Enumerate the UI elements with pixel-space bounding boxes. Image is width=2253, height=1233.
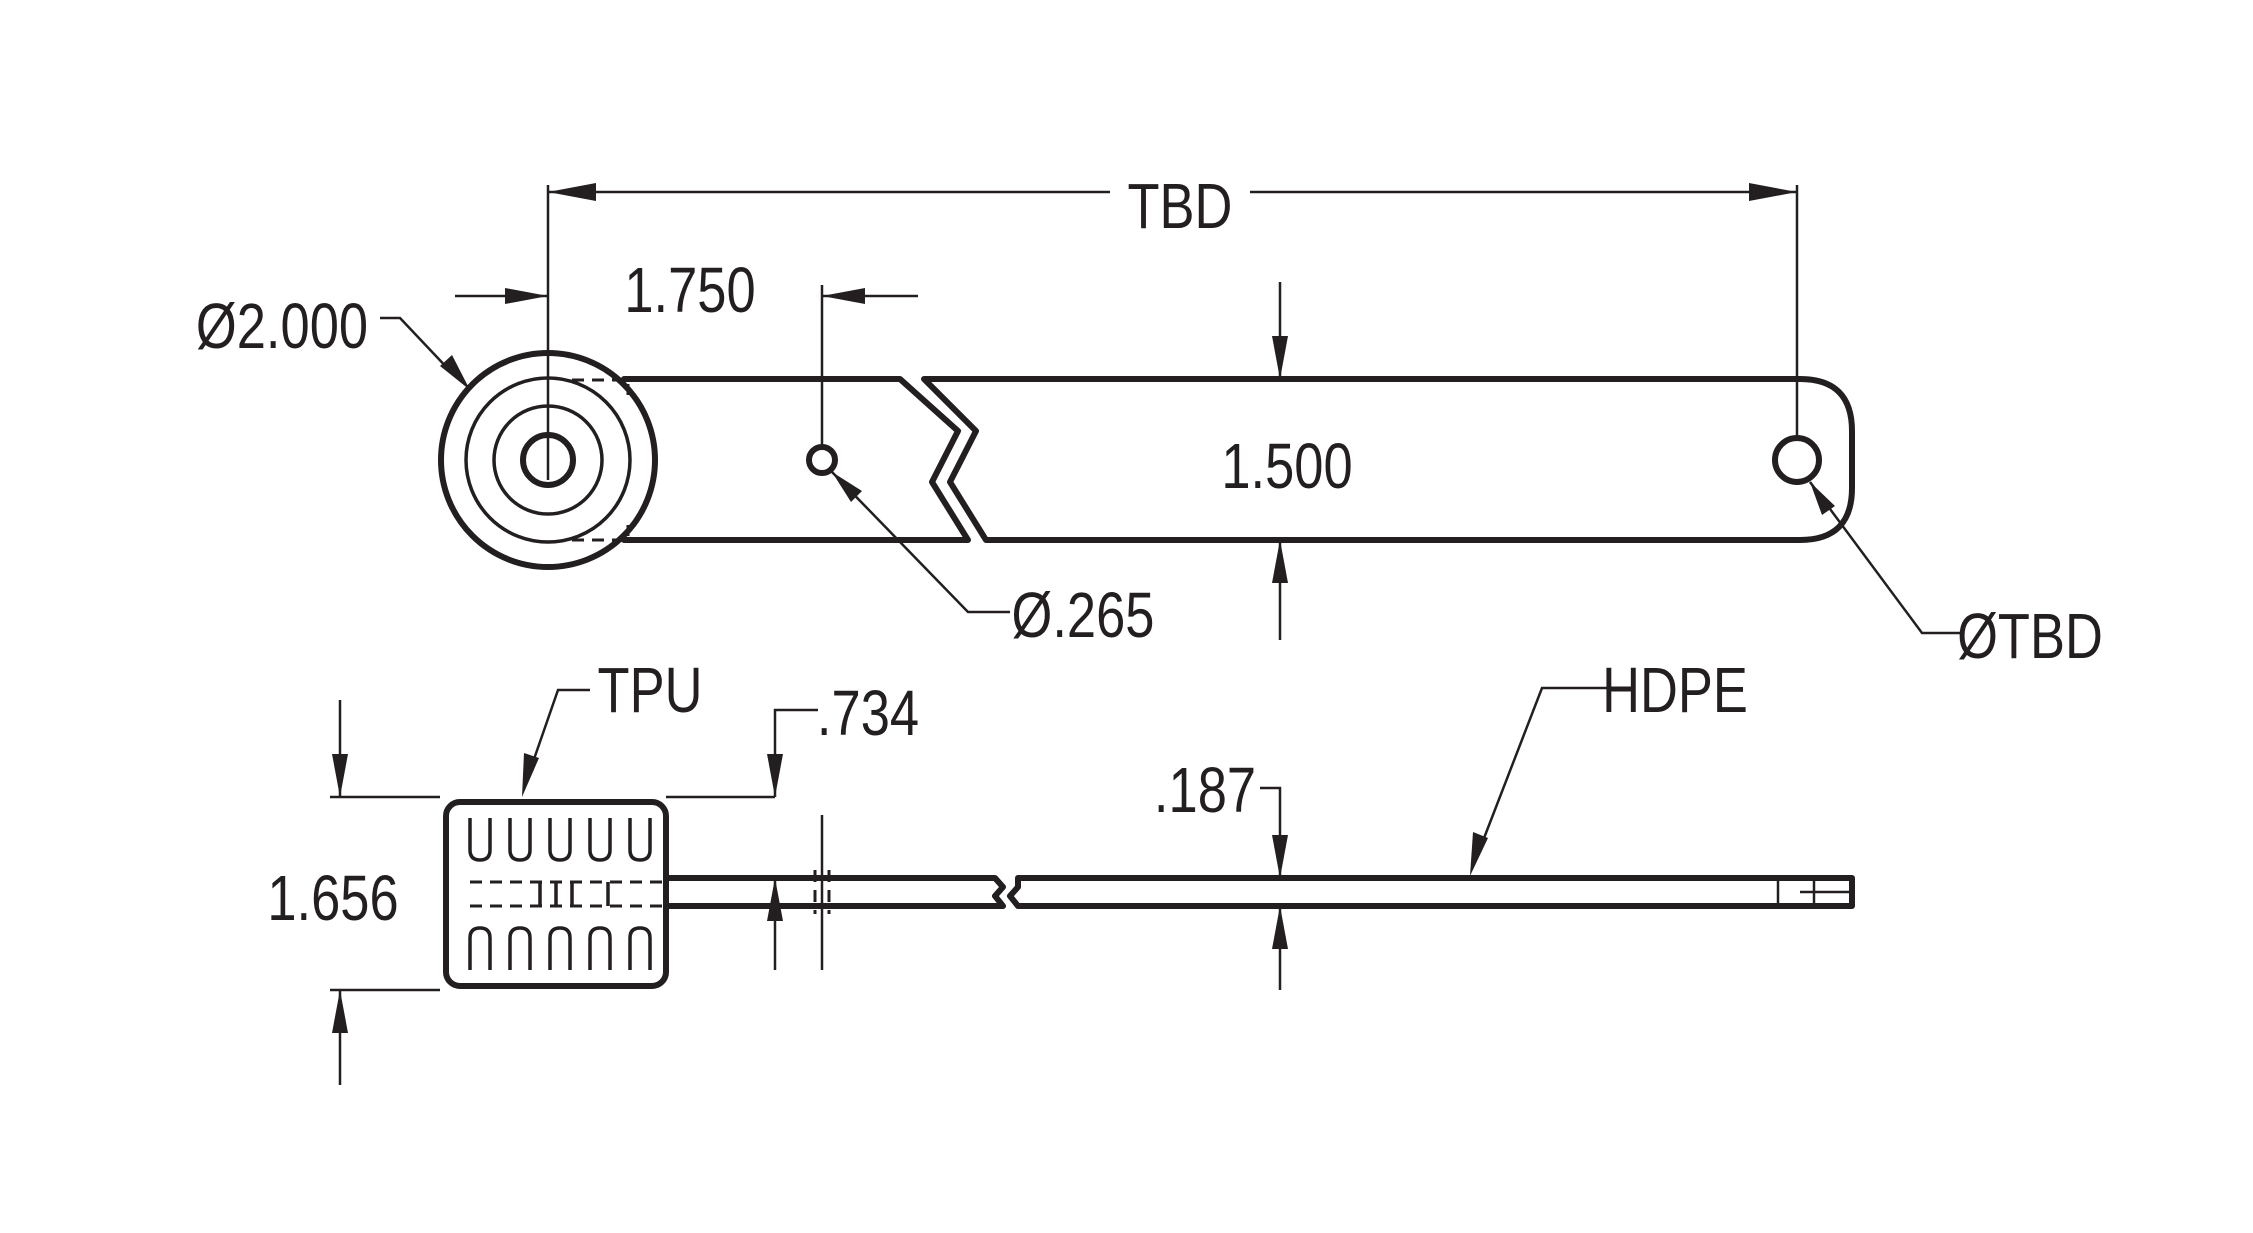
arrowhead — [505, 288, 548, 304]
hub-diameter-leader — [380, 316, 453, 374]
arrowhead — [1470, 832, 1488, 876]
arrowhead — [440, 355, 470, 390]
arrowhead — [548, 183, 596, 201]
strap-side-left — [663, 875, 1006, 909]
arrowhead — [1272, 835, 1288, 878]
arrowhead — [832, 472, 862, 502]
arrowhead — [767, 878, 783, 921]
arrowhead — [332, 754, 348, 797]
end-hole — [1772, 435, 1822, 485]
hdpe-leader — [1472, 686, 1615, 865]
strap-side-right — [1007, 875, 1855, 909]
strap-material-label: HDPE — [1602, 655, 1748, 726]
hub-diameter-label: Ø2.000 — [196, 291, 368, 362]
small-hole — [806, 444, 838, 476]
neck-offset-label: .734 — [817, 678, 919, 749]
small-hole-leader — [831, 471, 1010, 614]
hub-material-label: TPU — [598, 655, 703, 726]
arrowhead — [1272, 540, 1288, 583]
hub-hidden-strap — [470, 880, 666, 908]
strap-right-segment — [921, 376, 1855, 543]
hole-offset-label: 1.750 — [624, 255, 755, 326]
arrowhead — [332, 990, 348, 1033]
overall-length-label: TBD — [1128, 171, 1233, 242]
top-view: TBD 1.750 Ø2.000 1.500 Ø.265 ØTBD — [196, 171, 2103, 672]
arrowhead — [1810, 482, 1835, 515]
hub-hidden-edges — [572, 378, 630, 542]
strap-thickness-leader — [1260, 786, 1282, 878]
strap-thickness-label: .187 — [1154, 755, 1256, 826]
hub-side-body — [443, 799, 669, 989]
strap-left-segment — [621, 376, 971, 543]
arrowhead — [767, 754, 783, 797]
hub-thickness-label: 1.656 — [267, 863, 398, 934]
arrowhead — [822, 288, 865, 304]
tpu-leader — [523, 688, 590, 786]
hub-hidden-bore — [538, 882, 610, 906]
side-view: 1.656 .734 .187 TPU HDPE — [267, 655, 1855, 1085]
end-hole-leader — [1808, 481, 1960, 635]
arrowhead — [1272, 906, 1288, 949]
end-hole-diameter-label: ØTBD — [1957, 601, 2103, 672]
hub-slots-bottom — [468, 926, 652, 970]
arrowhead — [1749, 183, 1797, 201]
small-hole-diameter-label: Ø.265 — [1012, 580, 1155, 651]
strap-width-label: 1.500 — [1221, 431, 1352, 502]
arrowhead — [522, 753, 539, 797]
neck-offset-leader — [773, 708, 818, 797]
arrowhead — [1272, 336, 1288, 379]
hub-slots-top — [468, 818, 652, 862]
